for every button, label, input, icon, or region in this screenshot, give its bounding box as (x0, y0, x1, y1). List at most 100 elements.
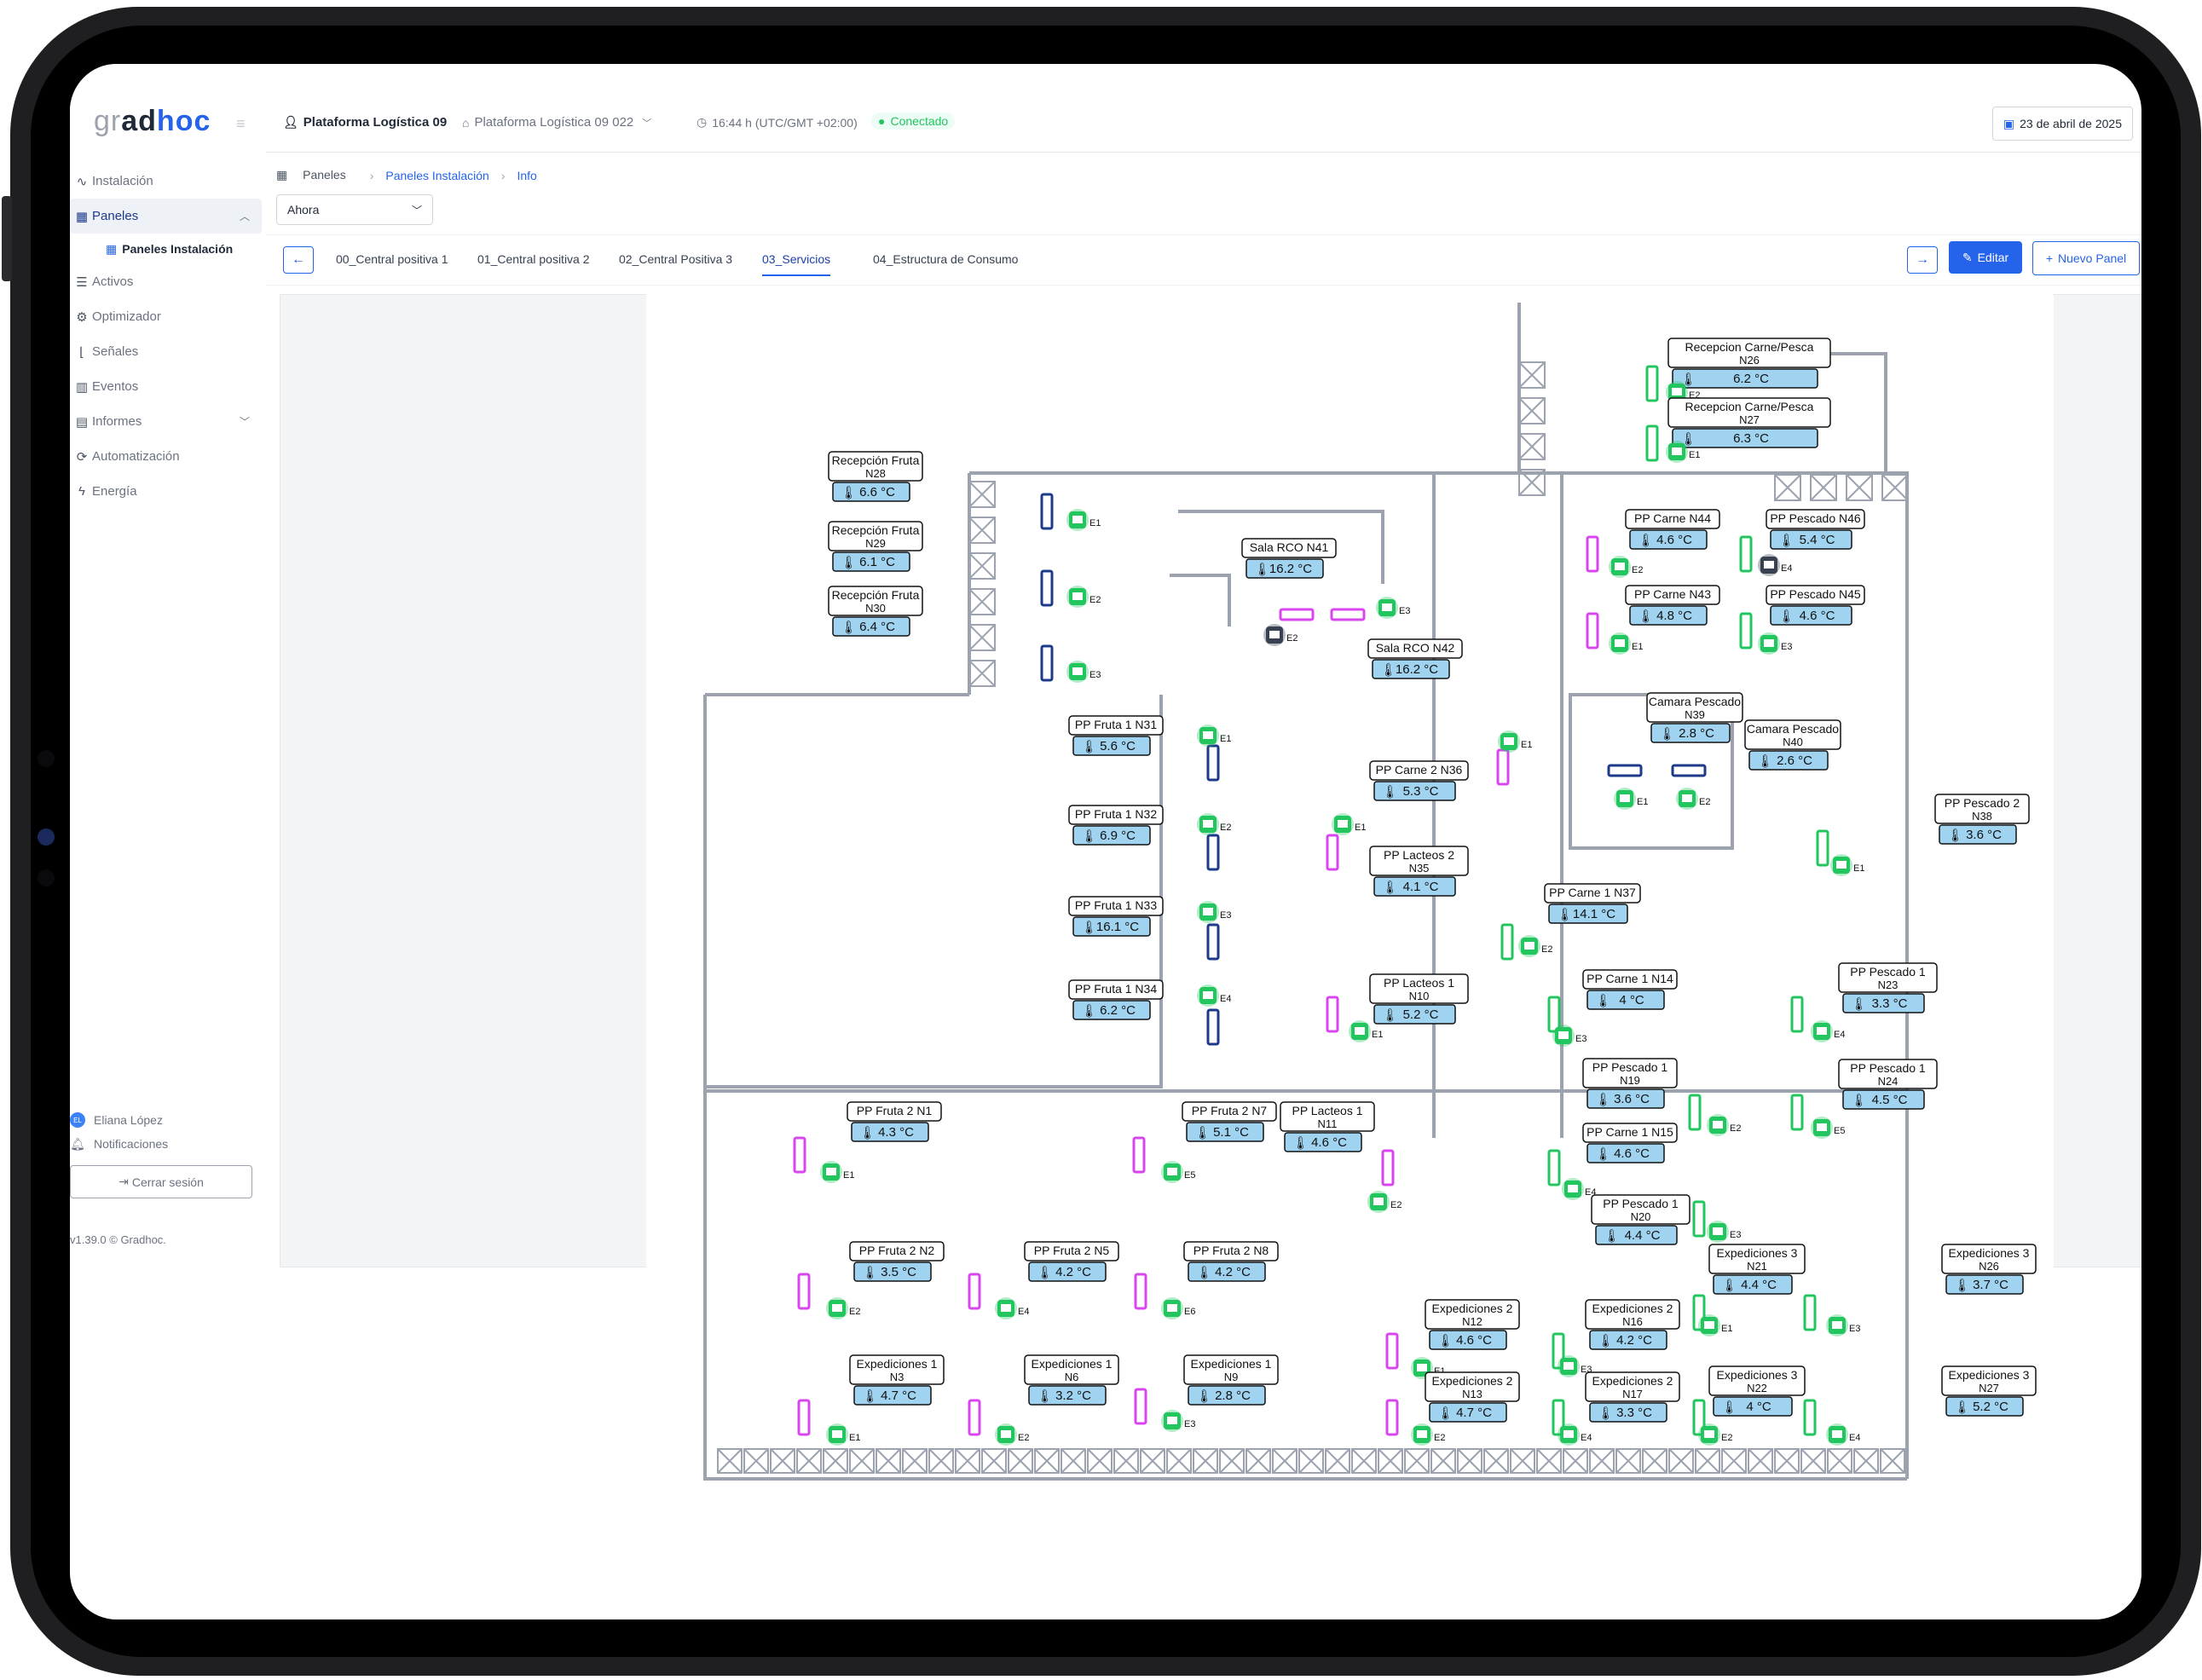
evaporator-unit[interactable] (1134, 1388, 1147, 1425)
evaporator-unit[interactable] (1547, 996, 1561, 1033)
zone-marker[interactable]: PP Fruta 2 N5🌡︎4.2 °CE4 (968, 1241, 1119, 1319)
evaporator-unit[interactable] (1326, 996, 1339, 1033)
date-picker-button[interactable]: ▣23 de abril de 2025 (1991, 107, 2133, 141)
tab-central-positiva-3[interactable]: 02_Central Positiva 3 (619, 252, 733, 266)
evaporator-unit[interactable] (1692, 1200, 1706, 1238)
sidebar-item-paneles[interactable]: ▦Paneles︿ (70, 199, 262, 234)
evaporator-unit[interactable] (1385, 1332, 1399, 1370)
new-panel-button[interactable]: +Nuevo Panel (2032, 241, 2140, 275)
menu-toggle-icon[interactable]: ≡ (236, 115, 246, 132)
evaporator-unit[interactable] (1496, 748, 1510, 786)
evaporator-unit[interactable] (1134, 1273, 1147, 1310)
sidebar-item-senales[interactable]: ⌊Señales (70, 334, 262, 369)
zone-marker[interactable]: Expediciones 1N9🌡︎2.8 °CE3 (1134, 1354, 1279, 1432)
evaporator-unit[interactable] (1040, 644, 1054, 682)
evaporator-unit[interactable] (1279, 608, 1315, 621)
evaporator-unit[interactable] (968, 1399, 981, 1436)
zone-marker[interactable]: PP Carne 1 N15🌡︎4.6 °CE4 (1547, 1123, 1678, 1200)
evaporator-unit[interactable] (1739, 612, 1753, 649)
zone-marker[interactable]: Expediciones 1N3🌡︎4.7 °CE1 (797, 1354, 945, 1446)
site-selector[interactable]: ⌂Plataforma Logística 09 022﹀ (462, 115, 652, 130)
evaporator-unit[interactable] (1645, 365, 1659, 402)
evaporator-unit[interactable] (1206, 744, 1220, 782)
evaporator-unit[interactable] (1552, 1399, 1565, 1436)
evaporator-unit[interactable] (1803, 1399, 1817, 1436)
evaporator-unit[interactable] (1645, 424, 1659, 462)
sidebar-item-activos[interactable]: ☰Activos (76, 274, 134, 290)
evaporator-unit[interactable] (1547, 1149, 1561, 1186)
zone-marker[interactable]: PP Fruta 1 N33🌡︎16.1 °CE3 (1068, 896, 1231, 961)
sidebar-subitem-paneles-instalacion[interactable]: ▦Paneles Instalación (106, 241, 234, 257)
evaporator-unit[interactable] (1206, 1008, 1220, 1046)
zone-marker[interactable]: PP Fruta 1 N32🌡︎6.9 °CE2 (1068, 805, 1231, 871)
sidebar-item-instalacion[interactable]: ∿Instalación (76, 174, 153, 189)
zone-marker[interactable]: PP Fruta 2 N1🌡︎4.3 °CE1 (793, 1101, 942, 1183)
zone-marker[interactable]: PP Fruta 2 N8🌡︎4.2 °CE6 (1134, 1241, 1279, 1319)
evaporator-unit[interactable] (1586, 535, 1599, 573)
evaporator-unit[interactable] (1671, 764, 1707, 777)
evaporator-unit[interactable] (1381, 1149, 1395, 1186)
breadcrumb-paneles[interactable]: ▦ Paneles (276, 168, 346, 182)
sidebar-item-informes[interactable]: ▤Informes﹀ (75, 414, 250, 430)
evaporator-unit[interactable] (1500, 923, 1514, 961)
zone-marker[interactable]: PP Carne N44🌡︎4.6 °CE2 (1586, 509, 1720, 578)
sidebar-item-automatizacion[interactable]: ⟳Automatización (76, 449, 180, 465)
tabs-next-button[interactable]: → (1907, 246, 1938, 274)
evaporator-unit[interactable] (1040, 569, 1054, 607)
zone-marker[interactable]: PP Carne 2 N36🌡︎5.3 °CE1 (1369, 730, 1532, 801)
zone-marker[interactable]: Sala RCO N41🌡︎16.2 °CE2 (1241, 538, 1337, 646)
evaporator-unit[interactable] (968, 1273, 981, 1310)
time-range-select[interactable]: Ahora﹀ (276, 194, 433, 225)
zone-marker[interactable]: PP Fruta 2 N7🌡︎5.1 °CE5 (1132, 1101, 1277, 1183)
evaporator-unit[interactable] (1803, 1294, 1817, 1331)
evaporator-unit[interactable] (1688, 1094, 1702, 1131)
evaporator-unit[interactable] (1326, 834, 1339, 871)
evaporator-unit[interactable] (793, 1136, 806, 1174)
evaporator-unit[interactable] (1132, 1136, 1146, 1174)
evaporator-unit[interactable] (1385, 1399, 1399, 1436)
evaporator-unit[interactable] (1607, 764, 1643, 777)
zone-marker[interactable]: PP Pescado N45🌡︎4.6 °CE3 (1739, 585, 1865, 655)
zone-marker[interactable]: PP Carne 1 N14🌡︎4 °CE3 (1547, 969, 1678, 1047)
sidebar-item-eventos[interactable]: ▥Eventos (75, 379, 139, 395)
evaporator-unit[interactable] (1790, 996, 1804, 1033)
evaporator-unit[interactable] (1816, 829, 1829, 867)
logout-button[interactable]: ⇥Cerrar sesión (70, 1165, 252, 1198)
sidebar-item-optimizador[interactable]: ⚙Optimizador (76, 309, 161, 325)
evaporator-unit[interactable] (1586, 612, 1599, 649)
evaporator-unit[interactable] (797, 1273, 811, 1310)
gradhoc-logo[interactable]: gradhoc (94, 105, 211, 137)
evaporator-unit[interactable] (1692, 1399, 1706, 1436)
evaporator-unit[interactable] (1040, 493, 1054, 530)
evaporator-unit[interactable] (1790, 1094, 1804, 1131)
edit-button[interactable]: ✎Editar (1949, 241, 2022, 274)
tabs-prev-button[interactable]: ← (283, 246, 314, 274)
tab-estructura-consumo[interactable]: 04_Estructura de Consumo (873, 252, 1019, 266)
breadcrumb-paneles-instalacion[interactable]: Paneles Instalación (385, 168, 489, 182)
evaporator-unit[interactable] (1206, 834, 1220, 871)
installation-name[interactable]: 👤︎Plataforma Logística 09 (283, 115, 448, 130)
zone-marker[interactable]: PP Carne N43🌡︎4.8 °CE1 (1586, 585, 1720, 655)
